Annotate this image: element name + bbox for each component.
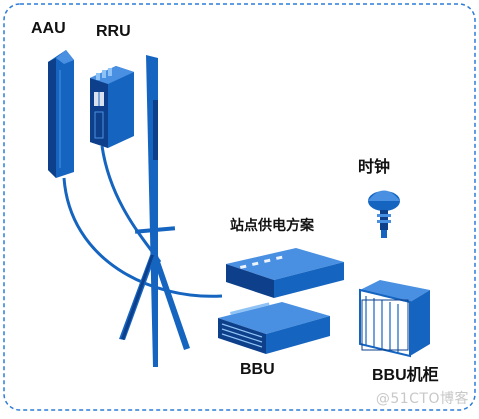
label-clock: 时钟 (358, 159, 391, 176)
gps-antenna-icon (368, 190, 400, 238)
label-bbu: BBU (240, 361, 275, 378)
label-aau: AAU (31, 20, 66, 37)
radio-unit-icon (90, 66, 134, 148)
baseband-unit-icon (218, 302, 330, 354)
watermark: @51CTO博客 (375, 391, 469, 407)
label-power: 站点供电方案 (230, 217, 314, 233)
antenna-panel-icon (48, 50, 74, 178)
server-cabinet-icon (359, 280, 430, 358)
tower-pole-icon (119, 55, 190, 367)
dashed-frame (3, 3, 476, 411)
power-supply-icon (226, 248, 344, 298)
label-cabinet: BBU机柜 (372, 367, 439, 384)
aau-cable (62, 177, 223, 298)
label-rru: RRU (96, 23, 131, 40)
